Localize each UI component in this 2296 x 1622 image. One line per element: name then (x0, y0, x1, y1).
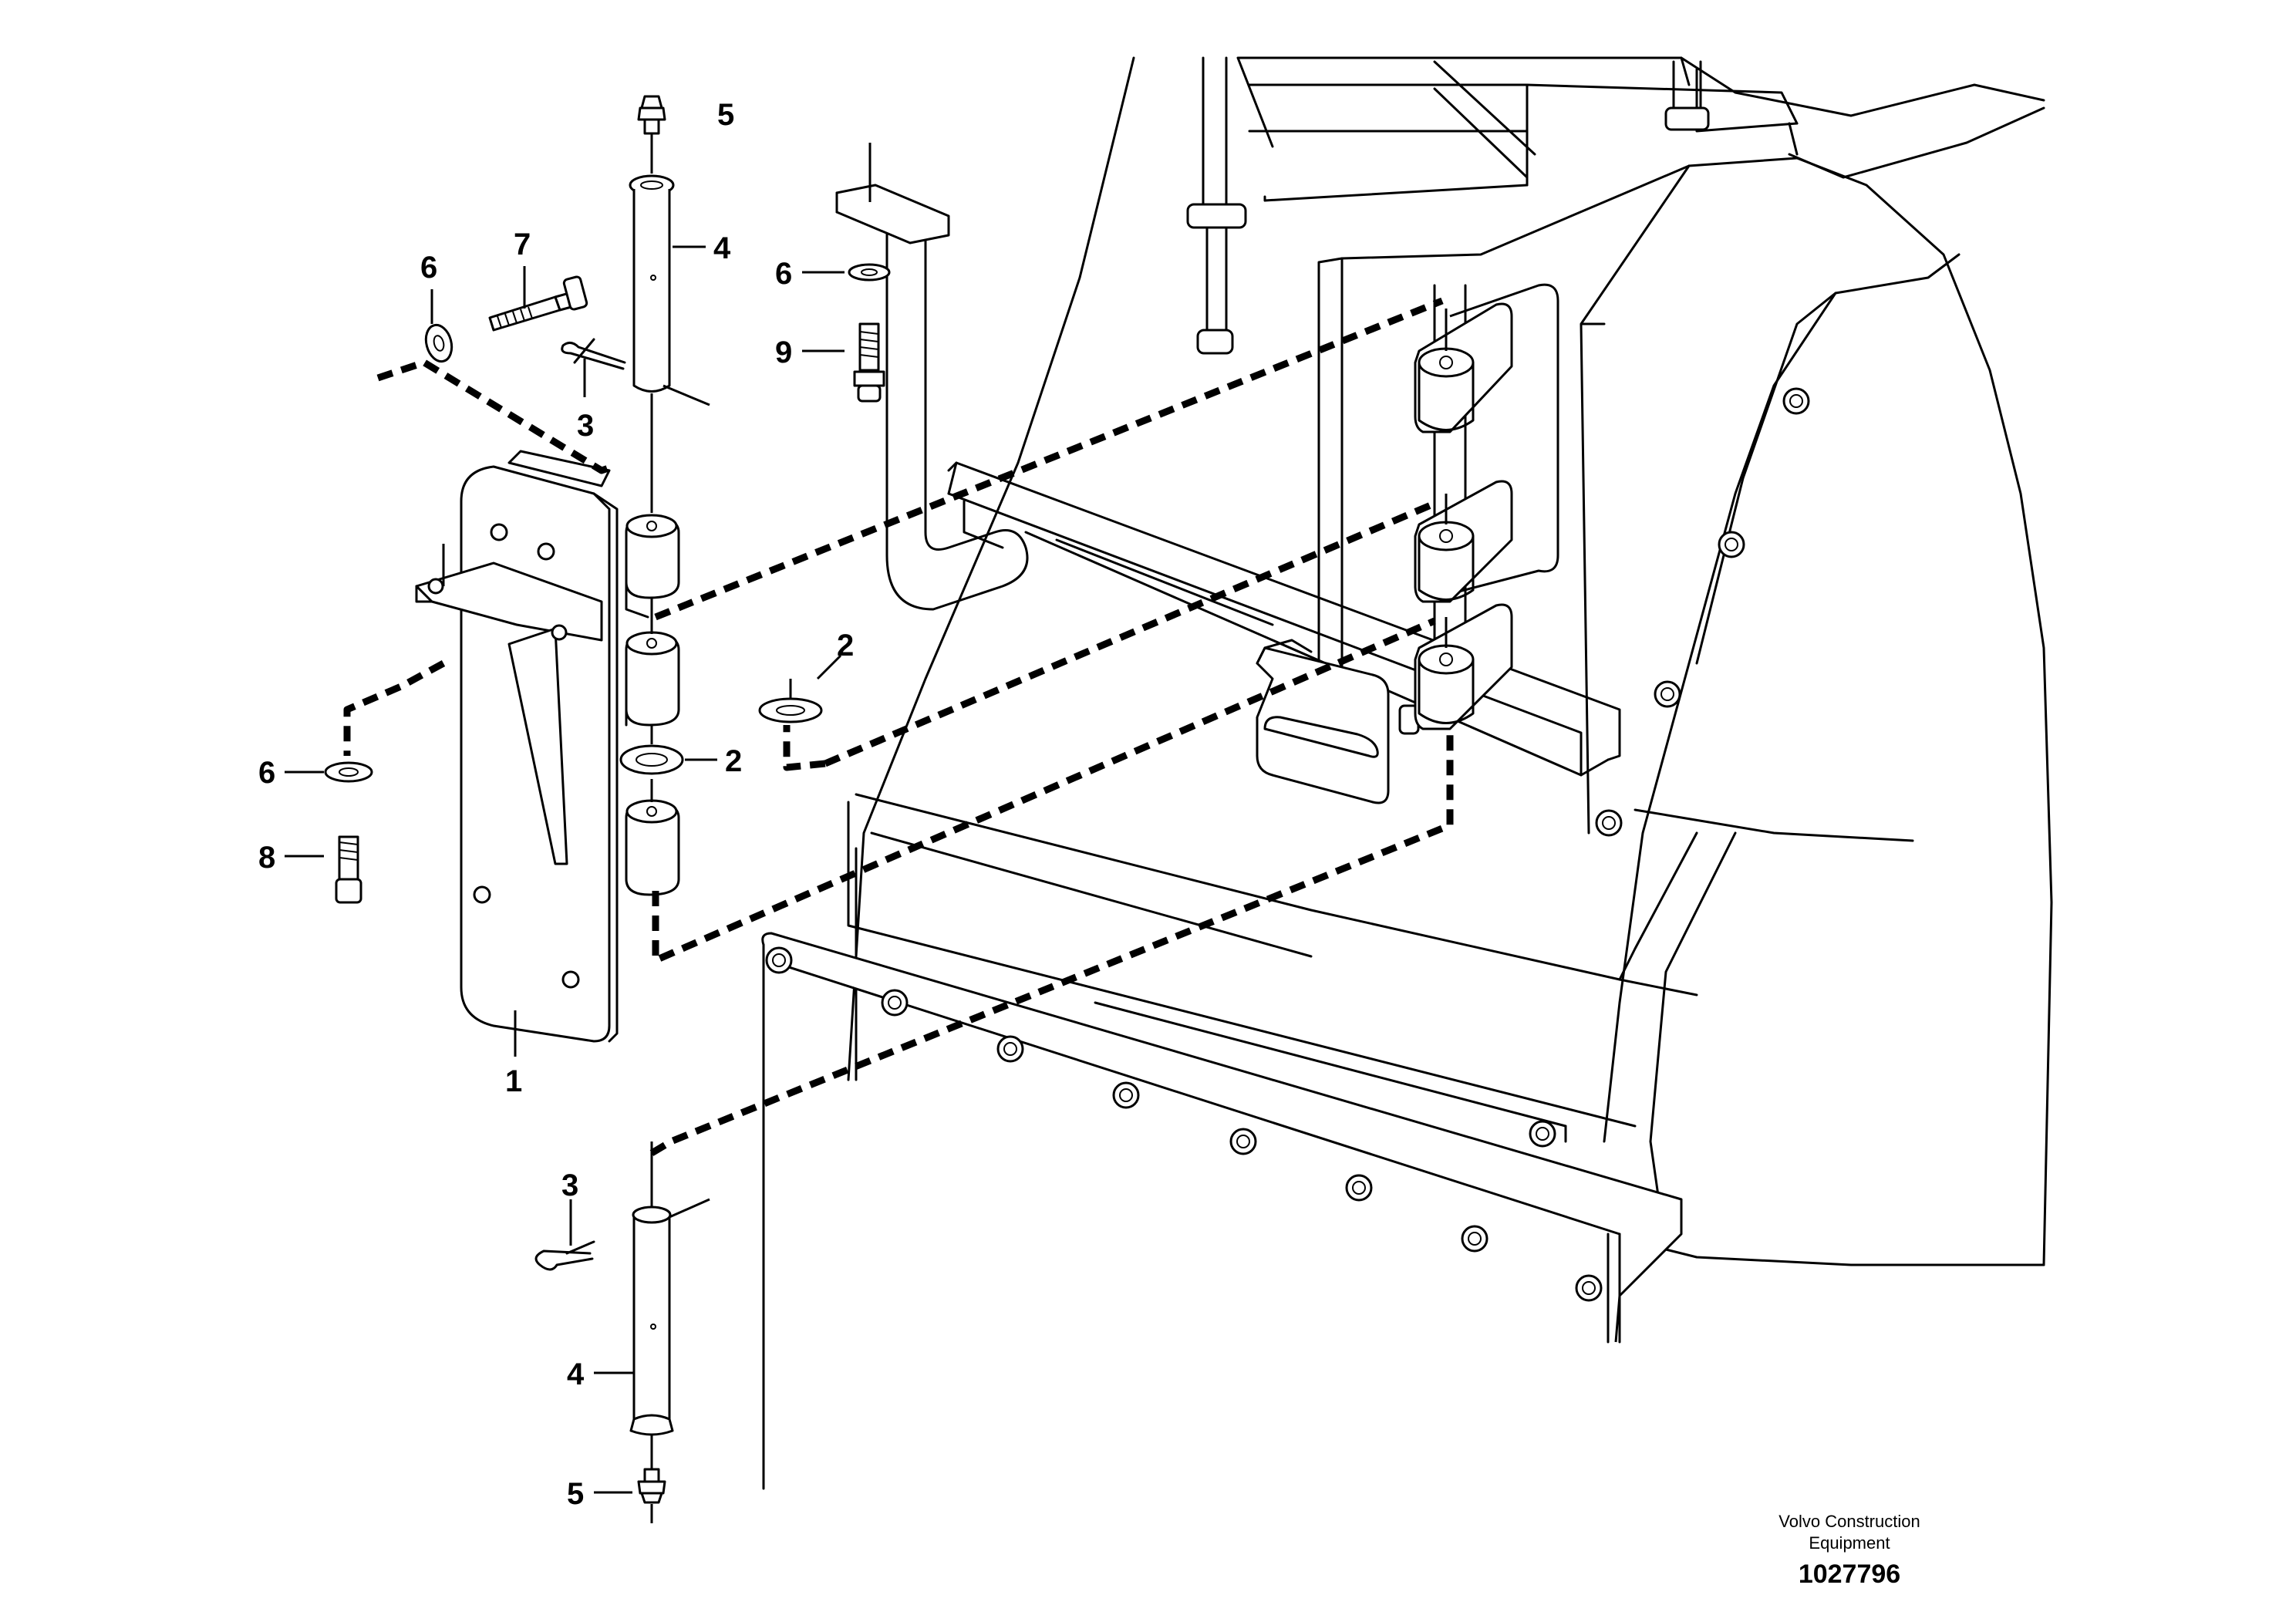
callout-5-top: 5 (717, 98, 734, 132)
callout-3-bottom: 3 (561, 1168, 578, 1202)
mounting-rail (947, 461, 1621, 777)
callout-6-left: 6 (258, 756, 275, 790)
cotter-pin-top (561, 338, 626, 397)
callout-4-bottom: 4 (567, 1357, 585, 1391)
callout-2-hinge: 2 (725, 744, 742, 778)
callout-6-middle: 6 (775, 257, 792, 291)
grease-nipple-bottom (594, 1435, 666, 1523)
callout-3-top: 3 (577, 409, 594, 443)
callout-1: 1 (505, 1064, 522, 1098)
hinge-mounting-plate (415, 450, 619, 1043)
grease-nipple-top (637, 95, 666, 174)
bolt-9 (802, 322, 885, 403)
callout-7: 7 (514, 228, 531, 261)
callout-5-bottom: 5 (567, 1477, 584, 1511)
callout-6-top: 6 (420, 251, 437, 285)
callout-2-middle: 2 (837, 629, 854, 663)
washer-6-top (424, 289, 453, 363)
mud-flap (761, 932, 1683, 1490)
callout-9: 9 (775, 336, 792, 369)
cotter-pin-bottom (534, 1199, 595, 1271)
hinge-pin-bottom (594, 1141, 710, 1436)
washer-6-left (285, 761, 373, 783)
bent-handle-rod (835, 143, 1029, 611)
brand-line-1: Volvo Construction (1778, 1512, 1920, 1531)
footer-brand-block: Volvo Construction Equipment 1027796 (1778, 1512, 1920, 1589)
bolt-8 (285, 835, 362, 904)
mud-flap-bolts (765, 946, 1603, 1302)
brand-line-2: Equipment (1809, 1533, 1890, 1553)
callout-8: 8 (258, 841, 275, 875)
bolt-7 (488, 266, 588, 332)
washer-2-on-hinge (619, 744, 684, 775)
washer-2-middle (758, 654, 842, 723)
slotted-bracket (1256, 639, 1420, 804)
callout-labels: 5 4 6 7 3 6 9 2 2 6 8 1 3 4 5 (258, 98, 854, 1511)
hinge-knuckles-on-body (1414, 283, 1559, 730)
washer-6-middle (802, 263, 891, 282)
hinge-knuckles-on-plate (625, 514, 680, 896)
drawing-number: 1027796 (1799, 1560, 1900, 1589)
fender-bolts (1595, 387, 1810, 837)
hinge-pin-top (629, 174, 710, 513)
callout-4-top: 4 (713, 231, 731, 265)
assembly-dashed-lines (343, 297, 1454, 1156)
